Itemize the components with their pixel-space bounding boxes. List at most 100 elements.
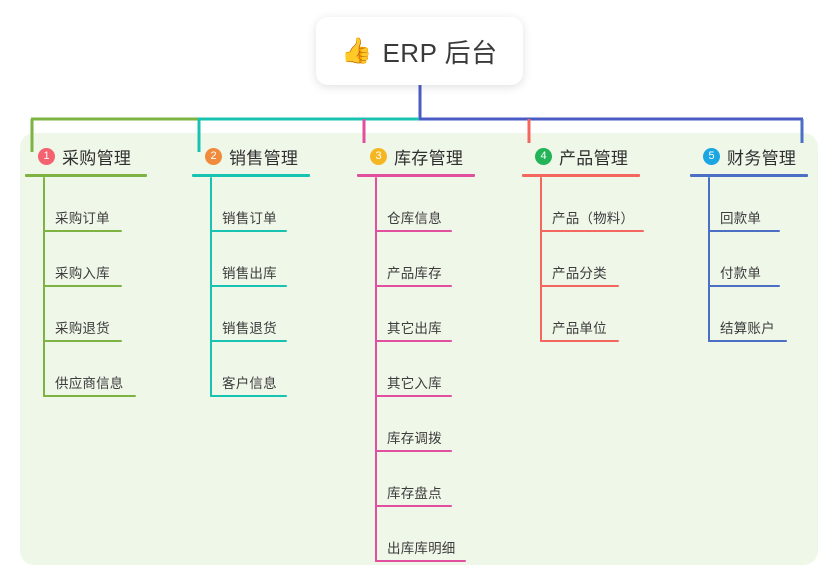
- branch-column-4[interactable]: 4 产品管理产品（物料） 产品分类产品单位: [522, 143, 644, 342]
- branch-number-badge: 5: [703, 147, 720, 165]
- branch-underline: [522, 174, 640, 177]
- branch-item[interactable]: 产品单位: [540, 287, 640, 342]
- branches-panel: [20, 133, 818, 565]
- branch-item-underline: [375, 450, 452, 452]
- branch-spine: [540, 177, 542, 342]
- branch-item[interactable]: 产品分类: [540, 232, 640, 287]
- branch-spine: [708, 177, 710, 342]
- branch-item-label: 付款单: [720, 266, 762, 281]
- branch-item-underline: [210, 340, 287, 342]
- branch-item-underline: [708, 340, 787, 342]
- branch-item[interactable]: 结算账户: [708, 287, 808, 342]
- branch-item-label: 销售订单: [222, 211, 277, 226]
- branch-item-underline: [540, 285, 619, 287]
- branch-item-label: 供应商信息: [55, 376, 124, 391]
- branch-item[interactable]: 产品（物料）: [540, 177, 644, 232]
- branch-spine: [375, 177, 377, 562]
- branch-column-1[interactable]: 1 采购管理采购订单采购入库采购退货供应商信息: [25, 143, 147, 397]
- branch-items: 回款单付款单结算账户: [690, 177, 808, 342]
- branch-item-label: 采购退货: [55, 321, 110, 336]
- branch-column-5[interactable]: 5 财务管理回款单付款单结算账户: [690, 143, 808, 342]
- branch-item-underline: [375, 230, 452, 232]
- root-title: ERP 后台: [382, 37, 498, 68]
- branch-item-underline: [375, 340, 452, 342]
- branch-item[interactable]: 库存盘点: [375, 452, 475, 507]
- branch-column-3[interactable]: 3 库存管理仓库信息产品库存其它出库其它入库库存调拨库存盘点出库库明细: [357, 143, 475, 562]
- branch-item-label: 其它入库: [387, 376, 442, 391]
- branch-item-label: 库存盘点: [387, 486, 442, 501]
- branch-number-badge: 1: [38, 147, 55, 165]
- branch-number-badge: 3: [370, 147, 387, 165]
- branch-title: 库存管理: [394, 148, 464, 168]
- branch-item-label: 产品（物料）: [552, 211, 635, 226]
- branch-items: 仓库信息产品库存其它出库其它入库库存调拨库存盘点出库库明细: [357, 177, 475, 562]
- branch-title: 销售管理: [229, 148, 299, 168]
- branch-item-label: 销售出库: [222, 266, 277, 281]
- branch-item-underline: [210, 395, 287, 397]
- branch-item-label: 产品分类: [552, 266, 607, 281]
- thumbs-up-icon: 👍: [341, 36, 373, 65]
- branch-item[interactable]: 销售出库: [210, 232, 310, 287]
- branch-header[interactable]: 5 财务管理: [690, 143, 808, 169]
- branch-title: 财务管理: [727, 148, 797, 168]
- branch-item-underline: [43, 230, 122, 232]
- branch-spine: [210, 177, 212, 397]
- branch-item[interactable]: 其它出库: [375, 287, 475, 342]
- branch-item-label: 仓库信息: [387, 211, 442, 226]
- branch-item-underline: [210, 230, 287, 232]
- branch-item-underline: [708, 285, 780, 287]
- branch-item[interactable]: 采购退货: [43, 287, 147, 342]
- branch-header[interactable]: 1 采购管理: [25, 143, 147, 169]
- branch-item-underline: [43, 395, 136, 397]
- branch-item[interactable]: 其它入库: [375, 342, 475, 397]
- branch-item[interactable]: 回款单: [708, 177, 808, 232]
- branch-column-2[interactable]: 2 销售管理销售订单销售出库销售退货客户信息: [192, 143, 310, 397]
- branch-item-label: 回款单: [720, 211, 762, 226]
- branch-item[interactable]: 出库库明细: [375, 507, 475, 562]
- branch-item-label: 客户信息: [222, 376, 277, 391]
- branch-item-label: 采购订单: [55, 211, 110, 226]
- branch-number-badge: 4: [535, 147, 552, 165]
- branch-item[interactable]: 库存调拨: [375, 397, 475, 452]
- branch-item-underline: [375, 285, 452, 287]
- branch-header[interactable]: 4 产品管理: [522, 143, 640, 169]
- branch-title: 采购管理: [62, 148, 132, 168]
- branch-number-badge: 2: [205, 147, 222, 165]
- branch-item-label: 结算账户: [720, 321, 775, 336]
- branch-item-label: 采购入库: [55, 266, 110, 281]
- branch-item[interactable]: 销售订单: [210, 177, 310, 232]
- branch-item[interactable]: 销售退货: [210, 287, 310, 342]
- root-node[interactable]: 👍 ERP 后台: [316, 17, 523, 85]
- branch-item-label: 出库库明细: [387, 541, 456, 556]
- branch-items: 采购订单采购入库采购退货供应商信息: [25, 177, 147, 397]
- branch-item[interactable]: 仓库信息: [375, 177, 475, 232]
- branch-item-underline: [708, 230, 780, 232]
- branch-item[interactable]: 付款单: [708, 232, 808, 287]
- branch-item[interactable]: 产品库存: [375, 232, 475, 287]
- branch-item-underline: [375, 505, 452, 507]
- branch-item[interactable]: 采购订单: [43, 177, 147, 232]
- branch-item-underline: [210, 285, 287, 287]
- branch-item-underline: [540, 340, 619, 342]
- branch-item-label: 销售退货: [222, 321, 277, 336]
- branch-underline: [192, 174, 310, 177]
- branch-item-underline: [43, 285, 122, 287]
- branch-item-label: 其它出库: [387, 321, 442, 336]
- branch-item[interactable]: 采购入库: [43, 232, 147, 287]
- branch-item-underline: [43, 340, 122, 342]
- branch-item-label: 产品库存: [387, 266, 442, 281]
- branch-item-label: 库存调拨: [387, 431, 442, 446]
- branch-item[interactable]: 供应商信息: [43, 342, 147, 397]
- branch-title: 产品管理: [559, 148, 629, 168]
- branch-spine: [43, 177, 45, 397]
- branch-items: 销售订单销售出库销售退货客户信息: [192, 177, 310, 397]
- branch-item-underline: [375, 560, 466, 562]
- branch-item-underline: [540, 230, 644, 232]
- branch-items: 产品（物料） 产品分类产品单位: [522, 177, 644, 342]
- branch-header[interactable]: 3 库存管理: [357, 143, 475, 169]
- branch-item-underline: [375, 395, 452, 397]
- branch-underline: [357, 174, 475, 177]
- branch-item[interactable]: 客户信息: [210, 342, 310, 397]
- branch-header[interactable]: 2 销售管理: [192, 143, 310, 169]
